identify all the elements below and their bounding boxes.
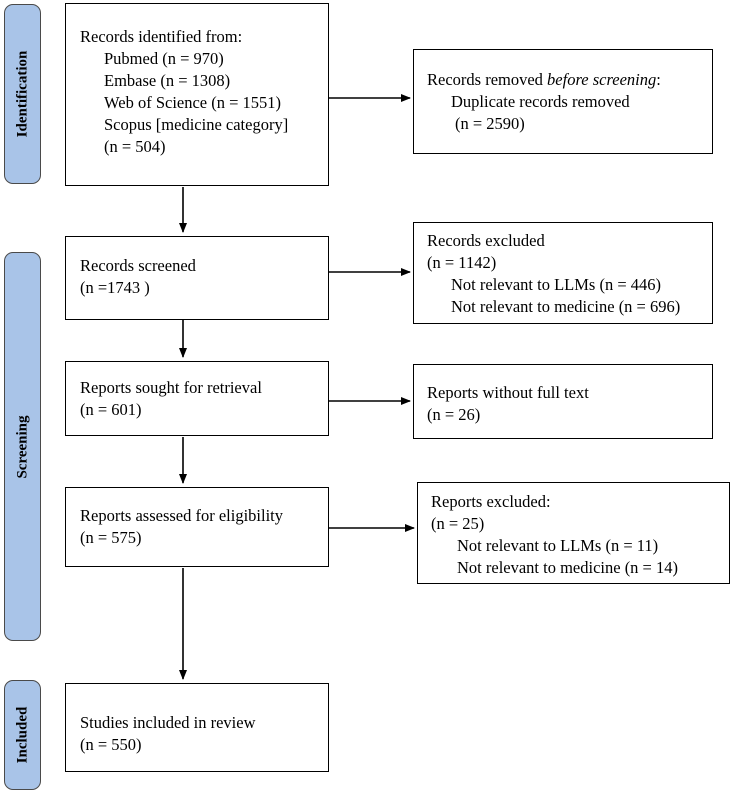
reports-assessed-label: Reports assessed for eligibility [80,506,284,525]
records-screened-label: Records screened [80,256,196,275]
records-excluded-label: Records excluded [427,231,545,250]
phase-screening: Screening [4,252,41,641]
records-screened-count: (n =1743 ) [80,278,150,297]
studies-included-label: Studies included in review [80,713,256,732]
studies-included-box: Studies included in review (n = 550) [65,683,329,772]
source-pubmed: Pubmed (n = 970) [104,49,224,68]
reports-excluded-reason-llm: Not relevant to LLMs (n = 11) [457,536,659,555]
phase-identification: Identification [4,4,41,184]
records-identified-box: Records identified from: Pubmed (n = 970… [65,3,329,186]
reports-sought-count: (n = 601) [80,400,142,419]
source-scopus: Scopus [medicine category] [104,115,289,134]
reports-assessed-box: Reports assessed for eligibility (n = 57… [65,487,329,567]
records-removed-box: Records removed before screening: Duplic… [413,49,713,154]
records-identified-header: Records identified from: [80,27,243,46]
records-excluded-reason-medicine: Not relevant to medicine (n = 696) [451,297,681,316]
reports-without-fulltext-count: (n = 26) [427,405,481,424]
reports-excluded-reason-medicine: Not relevant to medicine (n = 14) [457,558,678,577]
reports-excluded-label: Reports excluded: [431,492,551,511]
source-scopus-count: (n = 504) [104,137,166,156]
studies-included-count: (n = 550) [80,735,142,754]
phase-included: Included [4,680,41,790]
records-excluded-box: Records excluded (n = 1142) Not relevant… [413,222,713,324]
reports-without-fulltext-label: Reports without full text [427,383,589,402]
reports-assessed-count: (n = 575) [80,528,142,547]
records-screened-box: Records screened (n =1743 ) [65,236,329,320]
reports-sought-box: Reports sought for retrieval (n = 601) [65,361,329,436]
source-embase: Embase (n = 1308) [104,71,231,90]
reports-excluded-box: Reports excluded: (n = 25) Not relevant … [417,482,730,584]
records-removed-title: Records removed before screening: [427,70,661,89]
reports-excluded-count: (n = 25) [431,514,485,533]
reports-without-fulltext-box: Reports without full text (n = 26) [413,364,713,439]
reports-sought-label: Reports sought for retrieval [80,378,262,397]
records-excluded-count: (n = 1142) [427,253,497,272]
source-web-of-science: Web of Science (n = 1551) [104,93,282,112]
duplicates-removed-count: (n = 2590) [455,114,525,133]
records-excluded-reason-llm: Not relevant to LLMs (n = 446) [451,275,662,294]
duplicates-removed-label: Duplicate records removed [451,92,630,111]
